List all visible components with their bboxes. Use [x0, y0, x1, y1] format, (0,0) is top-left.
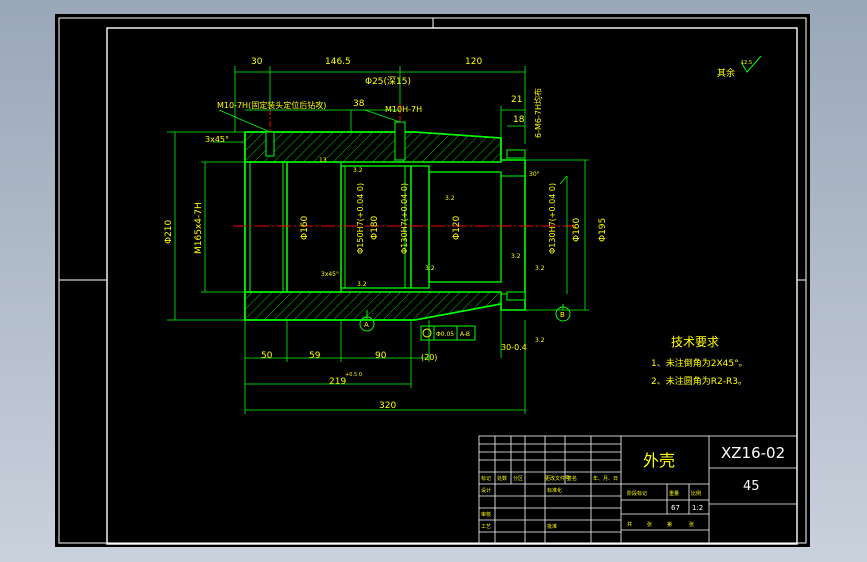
note-3x45: 3x45°	[321, 271, 339, 278]
h-sheets: 共	[627, 521, 632, 528]
h-date: 年、月、日	[593, 475, 618, 482]
tol-ref: A-B	[460, 331, 470, 338]
h-count: 处数	[497, 475, 507, 482]
h-design: 设计	[481, 487, 491, 494]
weight: 67	[671, 504, 680, 512]
h-sign: 签名	[567, 475, 577, 482]
dim-20: (20)	[421, 353, 437, 362]
dim-59: 59	[309, 351, 321, 361]
note-m10h: M10H-7H	[385, 105, 422, 114]
ra-7: 3.2	[535, 337, 545, 344]
dim-38: 38	[353, 99, 365, 109]
title-block-text: 外壳 XZ16-02 45 标记 处数 分区 更改文件号 签名 年、月、日 设计…	[481, 444, 785, 530]
ra-3: 3.2	[425, 265, 435, 272]
drawing-number: XZ16-02	[721, 444, 785, 462]
ra-1: 3.2	[353, 167, 363, 174]
datum-b: B	[560, 311, 565, 319]
dim-phi180: Φ180	[370, 215, 380, 240]
h-scale: 比例	[691, 490, 701, 497]
dim-320: 320	[379, 401, 396, 411]
dim-13: 13	[319, 157, 327, 164]
note-chamfer: 3x45°	[205, 135, 229, 144]
title-block	[478, 435, 798, 545]
dim-30-04: 30-0.4	[501, 343, 527, 352]
h-approve: 批准	[547, 523, 557, 530]
rough-top: 12.5	[741, 60, 752, 66]
dim-21: 21	[511, 95, 522, 105]
tech-title: 技术要求	[671, 335, 719, 349]
part-name: 外壳	[643, 451, 675, 470]
h-sheet-2: 张	[689, 521, 694, 528]
note-m10: M10-7H(固定装头定位后钻攻)	[217, 100, 326, 110]
dim-phi120: Φ120	[452, 215, 462, 240]
inner-frame	[106, 27, 798, 545]
datum-markers	[359, 55, 762, 341]
drawing-sheet: 30 146.5 120 Φ25(深15) M10-7H(固定装头定位后钻攻) …	[55, 14, 810, 547]
note-30deg: 30°	[529, 171, 540, 178]
dim-phi160b: Φ160	[572, 217, 582, 242]
tech-requirements: 技术要求 1、未注倒角为2X45°。 2、未注圆角为R2-R3。	[651, 335, 748, 387]
dim-thread: M165x4-7H	[194, 202, 204, 254]
dim-90: 90	[375, 351, 387, 361]
dimension-lines	[167, 66, 589, 414]
h-craft: 工艺	[481, 524, 491, 530]
dim-phi160a: Φ160	[300, 215, 310, 240]
ra-4: 3.2	[445, 195, 455, 202]
tech-line-1: 1、未注倒角为2X45°。	[651, 357, 748, 369]
dim-219-tol: +0.5 0	[345, 372, 362, 378]
note-m6: 6-M6-7H均布	[533, 88, 543, 138]
dim-219: 219	[329, 377, 346, 387]
dim-120: 120	[465, 57, 482, 67]
dim-phi210: Φ210	[164, 219, 174, 244]
drawing-canvas: 30 146.5 120 Φ25(深15) M10-7H(固定装头定位后钻攻) …	[58, 17, 807, 545]
h-std: 标准化	[547, 487, 562, 494]
h-weight: 重量	[669, 490, 679, 497]
dim-18: 18	[513, 115, 525, 125]
datum-a: A	[364, 321, 369, 329]
dim-phi150: Φ150H7(+0.04 0)	[356, 183, 365, 254]
ra-2: 3.2	[357, 281, 367, 288]
dimension-texts: 30 146.5 120 Φ25(深15) M10-7H(固定装头定位后钻攻) …	[164, 57, 752, 411]
h-review: 审核	[481, 511, 491, 518]
tol-value: Φ0.05	[436, 331, 454, 338]
tech-line-2: 2、未注圆角为R2-R3。	[651, 375, 747, 387]
dim-30: 30	[251, 57, 263, 67]
dim-phi130b: Φ130H7(+0.04 0)	[548, 183, 557, 254]
h-sheet-1: 张	[647, 521, 652, 528]
dim-phi195: Φ195	[598, 218, 608, 242]
h-zone: 分区	[513, 475, 523, 482]
dim-146: 146.5	[325, 57, 351, 67]
scale: 1:2	[692, 504, 703, 512]
h-stage: 阶段标记	[627, 490, 647, 497]
outer-frame	[58, 17, 807, 544]
dim-phi25: Φ25(深15)	[365, 76, 411, 87]
material: 45	[743, 479, 760, 494]
rough-rest: 其余	[717, 67, 735, 79]
dim-50: 50	[261, 351, 273, 361]
dim-phi130: Φ130H7(+0.04 0)	[400, 183, 409, 254]
h-doc: 更改文件号	[545, 475, 570, 482]
ra-6: 3.2	[535, 265, 545, 272]
h-mark: 标记	[481, 475, 491, 482]
part-section	[233, 104, 575, 321]
h-page: 第	[667, 521, 672, 528]
ra-5: 3.2	[511, 253, 521, 260]
